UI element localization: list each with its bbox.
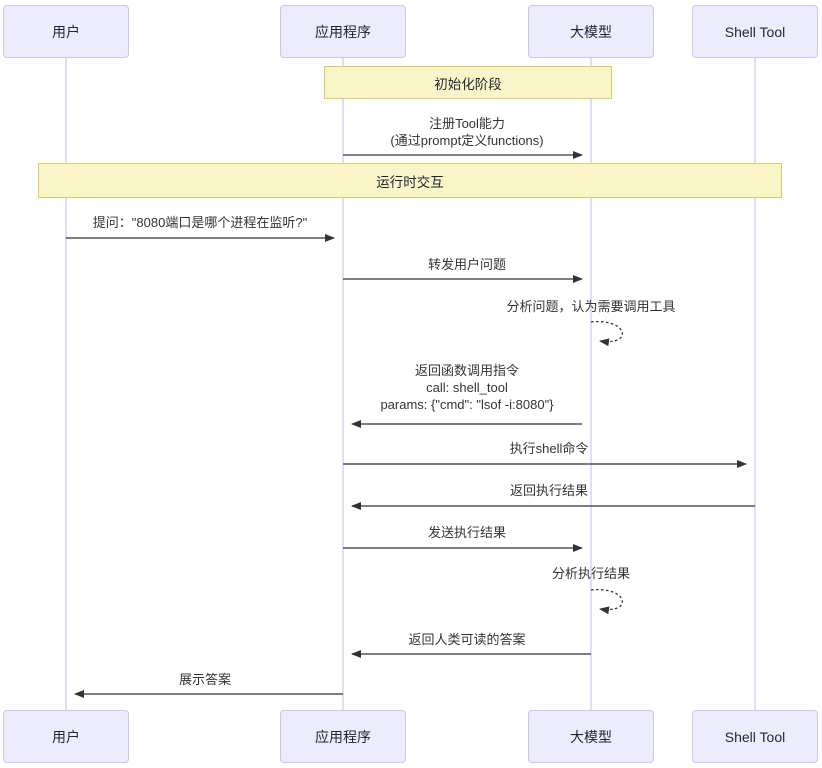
message-label-forward-question: 转发用户问题	[428, 256, 506, 273]
participant-box-app-bottom[interactable]: 应用程序	[280, 710, 406, 763]
participant-label-app-top: 应用程序	[315, 23, 371, 40]
message-label-return-function-call: 返回函数调用指令 call: shell_tool params: {"cmd"…	[380, 362, 553, 413]
participant-label-shell-top: Shell Tool	[724, 23, 786, 40]
message-line-3: params: {"cmd": "lsof -i:8080"}	[380, 397, 554, 412]
message-line-1: 执行shell命令	[509, 441, 589, 456]
message-line-1: 分析执行结果	[551, 566, 631, 581]
message-line-2: (通过prompt定义functions)	[390, 133, 544, 148]
message-line-1: 返回人类可读的答案	[408, 632, 526, 647]
message-label-ask-question: 提问："8080端口是哪个进程在监听?"	[93, 214, 307, 231]
message-label-analyze-question: 分析问题，认为需要调用工具	[506, 298, 675, 315]
self-loop-analyze-question	[590, 321, 624, 347]
participant-box-user-top[interactable]: 用户	[3, 5, 129, 58]
phase-banner-init: 初始化阶段	[324, 66, 612, 99]
participant-box-user-bottom[interactable]: 用户	[3, 710, 129, 763]
message-label-return-result: 返回执行结果	[510, 482, 588, 499]
self-loop-analyze-result	[590, 589, 624, 615]
message-label-register-tool: 注册Tool能力 (通过prompt定义functions)	[390, 115, 543, 149]
message-label-analyze-result: 分析执行结果	[552, 565, 630, 582]
message-line-1: 返回函数调用指令	[414, 363, 519, 378]
message-line-1: 分析问题，认为需要调用工具	[506, 299, 676, 314]
message-line-1: 提问："8080端口是哪个进程在监听?"	[92, 215, 308, 230]
message-line-2: call: shell_tool	[426, 380, 508, 395]
message-line-1: 发送执行结果	[427, 525, 507, 540]
message-label-send-result: 发送执行结果	[428, 524, 506, 541]
participant-box-shell-top[interactable]: Shell Tool	[692, 5, 818, 58]
message-line-1: 返回执行结果	[509, 483, 589, 498]
message-line-1: 展示答案	[178, 672, 232, 687]
message-line-1: 转发用户问题	[427, 257, 507, 272]
participant-box-llm-top[interactable]: 大模型	[528, 5, 654, 58]
participant-label-app-bottom: 应用程序	[315, 728, 371, 745]
phase-label-runtime: 运行时交互	[376, 174, 444, 190]
participant-box-llm-bottom[interactable]: 大模型	[528, 710, 654, 763]
message-line-1: 注册Tool能力	[429, 116, 505, 131]
participant-box-shell-bottom[interactable]: Shell Tool	[692, 710, 818, 763]
participant-label-llm-top: 大模型	[570, 23, 612, 40]
message-label-show-answer: 展示答案	[179, 671, 231, 688]
participant-label-llm-bottom: 大模型	[570, 728, 612, 745]
participant-label-user-top: 用户	[52, 23, 80, 40]
participant-label-shell-bottom: Shell Tool	[724, 728, 786, 745]
phase-banner-runtime: 运行时交互	[38, 163, 782, 198]
participant-label-user-bottom: 用户	[52, 728, 80, 745]
phase-label-init: 初始化阶段	[434, 76, 502, 92]
message-label-execute-shell: 执行shell命令	[510, 440, 589, 457]
message-label-return-answer: 返回人类可读的答案	[408, 631, 525, 648]
participant-box-app-top[interactable]: 应用程序	[280, 5, 406, 58]
